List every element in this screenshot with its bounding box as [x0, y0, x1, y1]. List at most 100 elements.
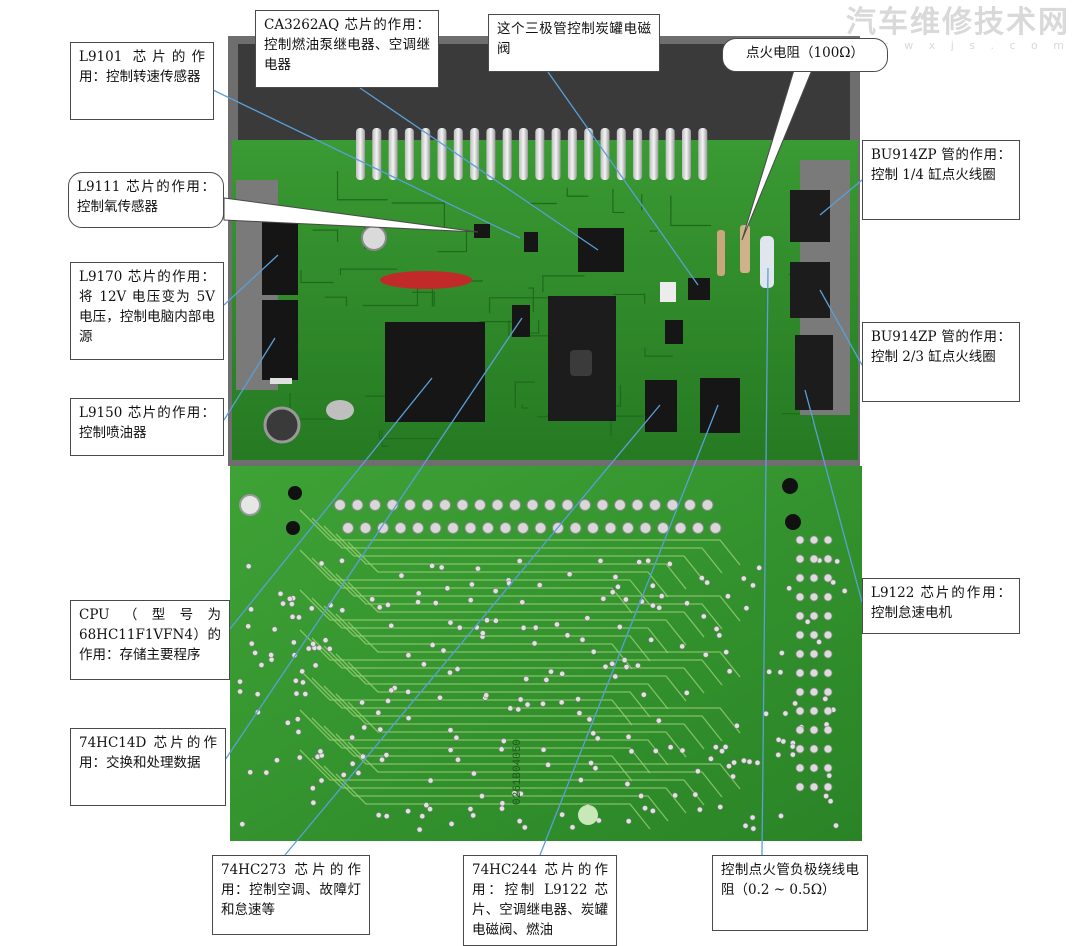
solder-pad — [383, 752, 390, 758]
eprom-window — [570, 350, 592, 376]
solder-pad — [299, 668, 306, 675]
solder-pad — [827, 798, 834, 805]
solder-pad — [823, 592, 833, 602]
solder-pad — [823, 535, 833, 545]
top-components — [236, 160, 850, 444]
chip-small-3 — [688, 278, 710, 300]
solder-pad — [577, 777, 584, 783]
solder-pad — [822, 695, 829, 702]
solder-pad — [823, 793, 830, 799]
connector-pin — [421, 128, 431, 180]
solder-pad — [740, 575, 747, 582]
solder-pad — [239, 821, 246, 828]
solder-pad — [672, 792, 678, 799]
solder-pad — [561, 499, 574, 511]
solder-pad — [679, 747, 686, 754]
pcb-trace — [339, 268, 397, 276]
solder-pad — [750, 825, 757, 832]
solder-pad — [741, 757, 747, 764]
solder-pad — [263, 769, 270, 776]
cpu-chip — [385, 322, 485, 422]
connector-pin — [551, 128, 561, 180]
connector-pin — [616, 128, 626, 180]
solder-pad — [531, 640, 538, 647]
solder-pad — [289, 613, 296, 620]
solder-pad — [650, 602, 656, 609]
solder-pad — [587, 522, 599, 534]
solder-pad — [731, 759, 737, 766]
solder-pad — [723, 649, 730, 656]
pcb-trace — [335, 653, 669, 710]
pcb-trace — [347, 581, 705, 638]
solder-pad — [284, 719, 291, 726]
solder-pad — [649, 582, 656, 589]
solder-pad — [379, 756, 385, 763]
solder-pad — [636, 559, 643, 565]
pcb-trace — [299, 669, 633, 726]
solder-pad — [750, 582, 756, 589]
solder-pad — [427, 777, 434, 784]
solder-pad — [247, 769, 254, 776]
solder-pad — [638, 793, 644, 799]
solder-pad — [623, 664, 630, 670]
solder-pad — [650, 808, 656, 814]
solder-pad — [377, 522, 389, 534]
chip-ca3262aq — [578, 228, 624, 272]
solder-pad — [383, 813, 390, 820]
pcb-trace — [612, 188, 625, 214]
connector-pin — [486, 128, 496, 180]
pcb-trace — [537, 414, 549, 418]
solder-pad — [359, 753, 366, 760]
leader-lines — [212, 71, 863, 856]
watermark-site-name: 汽车维修技术网 — [846, 5, 1070, 40]
solder-pad — [517, 790, 524, 797]
solder-pad — [615, 583, 621, 590]
solder-pad — [293, 690, 300, 697]
top-pcb — [232, 140, 858, 460]
leader-74hc14d — [224, 317, 523, 761]
solder-pad — [674, 522, 687, 534]
transistor-bu914zp-2 — [790, 262, 830, 318]
solder-pad — [398, 572, 405, 579]
callout-coil-resistor: 控制点火管负极绕线电阻（0.2 ~ 0.5Ω） — [712, 855, 868, 931]
callout-l9170: L9170 芯片的作用：将 12V 电压变为 5V 电压，控制电脑内部电源 — [70, 262, 224, 360]
solder-pad — [625, 818, 632, 825]
solder-pad — [467, 806, 474, 812]
connector-pin — [388, 128, 398, 180]
solder-pad — [448, 820, 455, 827]
solder-pad — [719, 748, 725, 755]
solder-pad — [455, 756, 461, 763]
solder-pad — [600, 595, 607, 602]
pcb-trace — [335, 613, 633, 670]
callout-triode: 这个三极管控制炭罐电磁阀 — [488, 14, 660, 72]
solder-pad — [702, 651, 709, 658]
solder-pad — [694, 768, 701, 775]
pcb-trace — [566, 187, 589, 197]
solder-pad — [809, 763, 819, 773]
solder-pad — [456, 499, 469, 511]
solder-pad — [517, 522, 529, 534]
solder-pad — [594, 735, 601, 742]
solder-pad — [809, 744, 819, 754]
solder-pad — [635, 662, 641, 669]
pcb-trace — [411, 291, 435, 307]
solder-pad — [625, 733, 632, 740]
resistor-3 — [717, 230, 725, 276]
chip-small-1 — [524, 232, 538, 252]
solder-pad — [733, 722, 740, 729]
solder-pad — [258, 662, 265, 668]
connector-pin — [567, 128, 577, 180]
pcb-trace — [521, 404, 529, 409]
solder-pad — [359, 699, 365, 706]
solder-pad — [470, 812, 477, 819]
solder-pad — [700, 613, 707, 620]
solder-pad — [467, 597, 474, 604]
solder-pad — [621, 657, 628, 663]
solder-pad — [809, 535, 819, 545]
solder-pad — [516, 818, 523, 825]
pcb-trace — [529, 202, 557, 205]
connector-pin — [665, 128, 675, 180]
pcb-trace — [311, 637, 705, 694]
solder-pad — [778, 813, 784, 819]
solder-pad — [385, 602, 391, 608]
